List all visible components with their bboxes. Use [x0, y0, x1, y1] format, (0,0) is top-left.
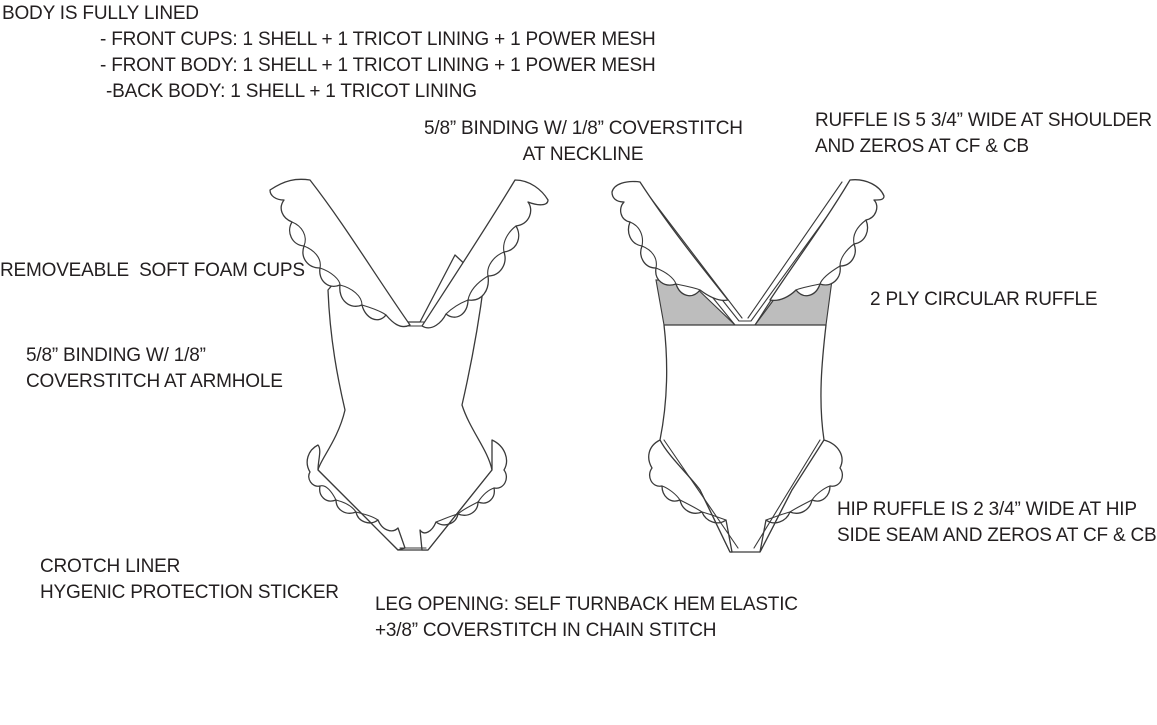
lining-note: BODY IS FULLY LINED - FRONT CUPS: 1 SHEL… [2, 1, 656, 105]
crotch-note: CROTCH LINER HYGENIC PROTECTION STICKER [40, 554, 339, 606]
lining-line-front-cups: - FRONT CUPS: 1 SHELL + 1 TRICOT LINING … [100, 29, 656, 50]
crotch-line-1: CROTCH LINER [40, 556, 181, 577]
leg-opening-line-2: +3/8” COVERSTITCH IN CHAIN STITCH [375, 620, 717, 641]
back-left-shoulder-ruffle [611, 180, 729, 302]
shoulder-ruffle-line-2: AND ZEROS AT CF & CB [815, 136, 1029, 157]
lining-line-back-body: -BACK BODY: 1 SHELL + 1 TRICOT LINING [106, 81, 477, 102]
circular-ruffle-note: 2 PLY CIRCULAR RUFFLE [870, 287, 1098, 313]
front-right-shoulder-ruffle [421, 179, 549, 329]
shoulder-ruffle-note: RUFFLE IS 5 3/4” WIDE AT SHOULDER AND ZE… [815, 108, 1152, 160]
armhole-line-2: COVERSTITCH AT ARMHOLE [26, 371, 283, 392]
crotch-line-2: HYGENIC PROTECTION STICKER [40, 582, 339, 603]
neckline-note: 5/8” BINDING W/ 1/8” COVERSTITCH AT NECK… [424, 116, 743, 168]
front-view [269, 178, 549, 551]
leg-opening-line-1: LEG OPENING: SELF TURNBACK HEM ELASTIC [375, 594, 798, 615]
neckline-line-1: 5/8” BINDING W/ 1/8” COVERSTITCH [424, 118, 743, 139]
cups-line: REMOVEABLE SOFT FOAM CUPS [0, 260, 305, 281]
lining-line-front-body: - FRONT BODY: 1 SHELL + 1 TRICOT LINING … [100, 55, 656, 76]
front-left-hip-ruffle [306, 444, 406, 551]
front-left-shoulder-ruffle [269, 178, 411, 328]
back-view [611, 179, 885, 553]
armhole-line-1: 5/8” BINDING W/ 1/8” [26, 345, 206, 366]
hip-ruffle-note: HIP RUFFLE IS 2 3/4” WIDE AT HIP SIDE SE… [837, 497, 1157, 549]
back-body [659, 324, 827, 553]
back-left-hip-ruffle [648, 439, 733, 553]
circular-ruffle-line: 2 PLY CIRCULAR RUFFLE [870, 289, 1098, 310]
shoulder-ruffle-line-1: RUFFLE IS 5 3/4” WIDE AT SHOULDER [815, 110, 1152, 131]
front-right-hip-ruffle [419, 439, 508, 551]
neckline-line-2: AT NECKLINE [522, 144, 644, 165]
cups-note: REMOVEABLE SOFT FOAM CUPS [0, 258, 305, 284]
back-right-hip-ruffle [759, 439, 844, 553]
leg-opening-note: LEG OPENING: SELF TURNBACK HEM ELASTIC +… [375, 592, 798, 644]
hip-ruffle-line-2: SIDE SEAM AND ZEROS AT CF & CB [837, 525, 1157, 546]
armhole-note: 5/8” BINDING W/ 1/8” COVERSTITCH AT ARMH… [26, 343, 283, 395]
hip-ruffle-line-1: HIP RUFFLE IS 2 3/4” WIDE AT HIP [837, 499, 1137, 520]
lining-title: BODY IS FULLY LINED [2, 3, 199, 24]
back-right-shoulder-ruffle [769, 179, 885, 302]
